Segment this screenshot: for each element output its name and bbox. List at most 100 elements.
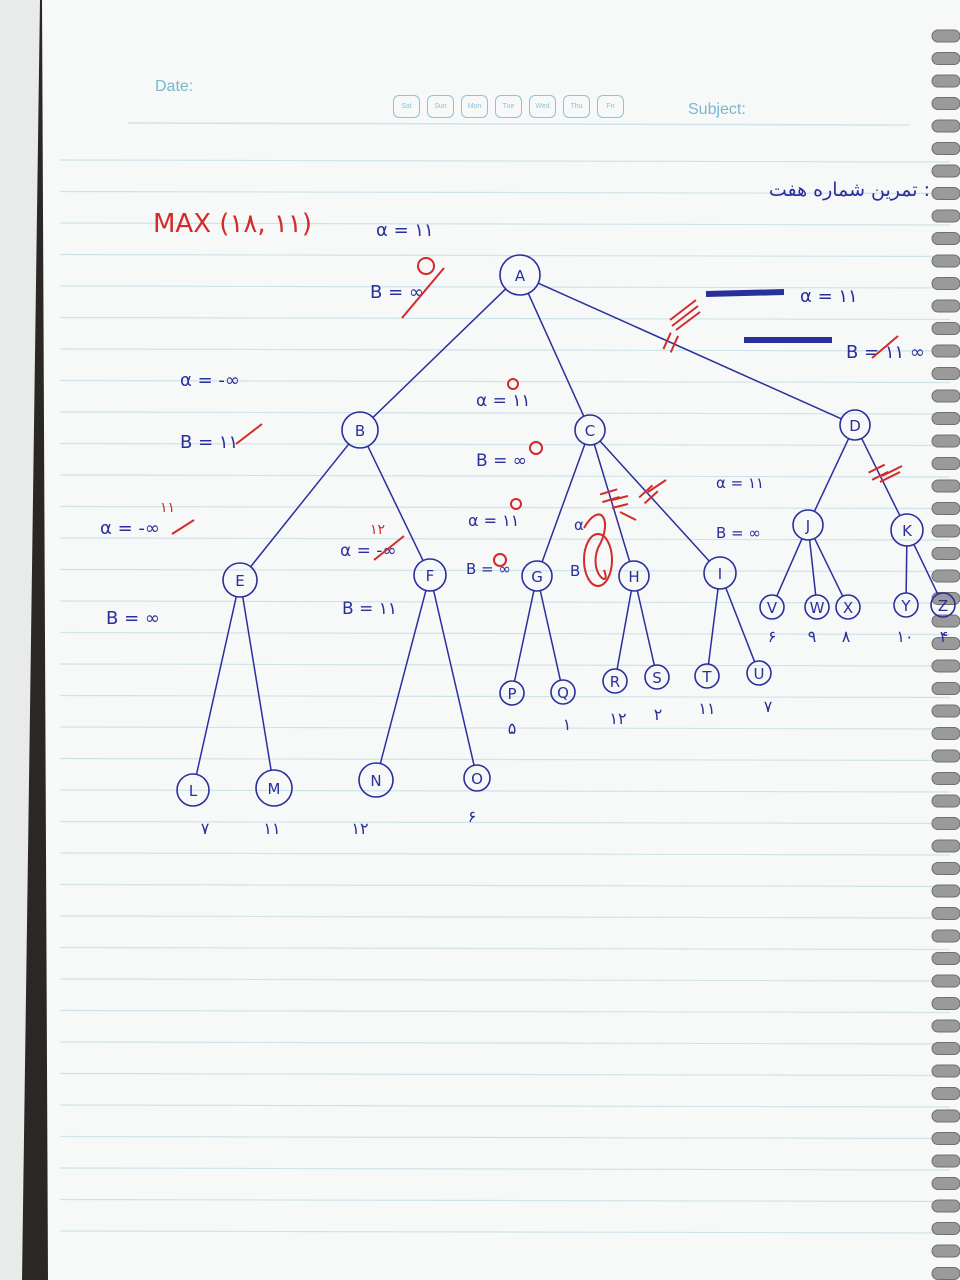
spiral-ring [931, 344, 960, 358]
leaf-value: ۷ [201, 819, 210, 838]
leaf-value: ۶ [768, 627, 777, 646]
node-circle [574, 414, 606, 446]
spiral-ring [931, 637, 960, 650]
node-circle [499, 680, 525, 706]
prune-mark-c-i [638, 484, 659, 505]
spiral-ring [931, 254, 960, 268]
spiral-ring [931, 839, 960, 853]
spiral-ring [931, 187, 960, 200]
exercise-title: تمرین شماره هفت : [769, 179, 930, 201]
spiral-ring [931, 974, 960, 988]
node-label: F [426, 567, 435, 585]
f-beta-annotation: B = ۱۱ [342, 599, 397, 619]
node-r: R۱۲ [602, 668, 628, 728]
rule-line [59, 222, 951, 226]
spiral-ring [931, 704, 960, 718]
edge-c-h [593, 444, 631, 562]
edge-g-p [513, 590, 535, 682]
edge-a-c [527, 292, 585, 417]
spiral-ring [931, 1154, 960, 1168]
node-label: U [754, 665, 765, 683]
rule-line [59, 1198, 951, 1203]
node-h: H [618, 560, 650, 592]
rule-line [59, 978, 951, 982]
node-label: R [610, 673, 620, 691]
spiral-ring [931, 322, 960, 335]
node-label: J [805, 517, 810, 535]
node-label: P [507, 685, 516, 703]
weekday-box: Wed [529, 95, 556, 118]
strikeout-mark [705, 289, 785, 297]
i-beta-annotation: B = ∞ [716, 524, 761, 542]
node-a: A [499, 254, 541, 296]
node-c: C [574, 414, 606, 446]
spiral-ring [931, 1087, 960, 1100]
node-label: A [515, 267, 526, 285]
rule-line [59, 159, 951, 163]
prune-mark-a-d [662, 332, 679, 353]
edge-k-z [913, 544, 939, 595]
spiral-ring [931, 434, 960, 448]
node-v: V۶ [759, 594, 785, 646]
node-label: T [701, 668, 712, 686]
leaf-value: ۲ [654, 705, 663, 724]
node-label: D [849, 417, 861, 435]
leaf-value: ۵ [508, 719, 517, 738]
edge-h-r [616, 590, 633, 670]
node-k: K [890, 513, 924, 547]
spiral-ring [931, 884, 960, 898]
edge-h-s [636, 590, 656, 666]
weekday-box: Tue [495, 95, 522, 118]
node-e: E [222, 562, 258, 598]
edge-e-m [242, 596, 272, 771]
node-label: M [268, 780, 281, 798]
spiral-ring [931, 277, 960, 290]
node-circle [694, 663, 720, 689]
node-circle [930, 592, 956, 618]
spiral-ring [931, 389, 960, 403]
node-circle [255, 769, 293, 807]
edge-k-y [905, 545, 908, 594]
weekday-box: Mon [461, 95, 488, 118]
spiral-ring [931, 727, 960, 740]
leaf-value: ۱۱ [698, 699, 715, 718]
e-alpha-annotation: α = -∞ [100, 518, 160, 539]
leaf-value: ۹ [808, 627, 817, 646]
spiral-binding [931, 29, 960, 1280]
rule-line [59, 726, 951, 730]
spiral-ring [931, 1199, 960, 1213]
node-circle [835, 594, 861, 620]
edge-b-f [367, 445, 424, 561]
spiral-ring [931, 479, 960, 493]
node-q: Q۱ [550, 679, 576, 734]
node-label: E [235, 572, 244, 590]
paper-sheet [42, 0, 960, 1280]
rule-line [59, 411, 951, 415]
b-beta-annotation: B = ۱۱ [180, 432, 238, 453]
spiral-ring [931, 772, 960, 785]
spiral-ring [931, 367, 960, 380]
node-label: B [355, 422, 365, 440]
red-scribble-mark [171, 257, 903, 587]
leaf-value: ۱۲ [351, 819, 368, 838]
node-label: X [843, 599, 853, 617]
node-circle [222, 562, 258, 598]
d-alpha-annotation: α = ۱۱ [800, 286, 858, 307]
rule-line [59, 285, 951, 289]
leaf-value: ۷ [764, 697, 773, 716]
node-s: S۲ [644, 664, 670, 724]
node-circle [602, 668, 628, 694]
node-circle [804, 594, 830, 620]
e-alpha-updated: ۱۱ [160, 500, 175, 516]
node-circle [746, 660, 772, 686]
weekday-box: Thu [563, 95, 590, 118]
node-label: I [718, 565, 722, 583]
edge-a-d [537, 282, 842, 420]
leaf-value: ۸ [842, 627, 851, 646]
spiral-ring [931, 817, 960, 830]
g-beta-annotation: B = ∞ [466, 560, 511, 578]
node-circle [550, 679, 576, 705]
g-alpha-annotation: α = ۱۱ [468, 511, 519, 530]
